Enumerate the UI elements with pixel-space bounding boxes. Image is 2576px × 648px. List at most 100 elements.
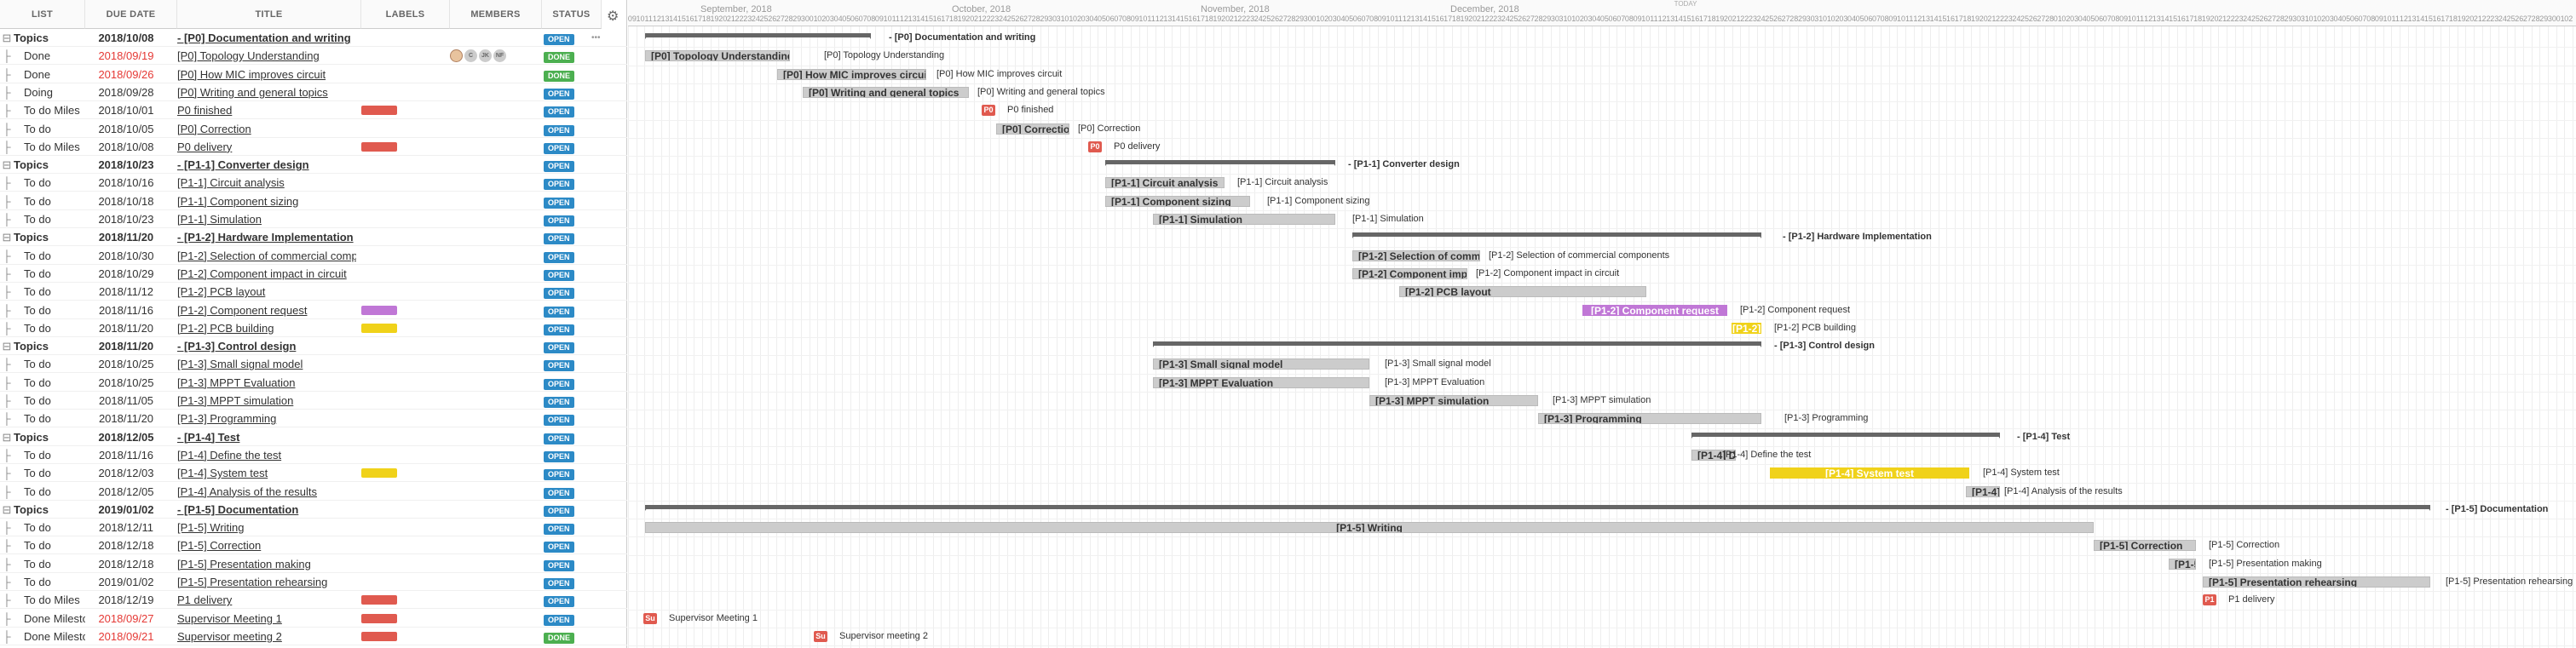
gantt-task-bar[interactable]: [P1-1] Component sizing	[1105, 195, 1250, 207]
gantt-task-bar[interactable]: [P1-2] Selection of commercial component…	[1352, 249, 1480, 261]
title-link[interactable]: [P1-5] Presentation rehearsing	[177, 576, 328, 588]
title-link[interactable]: [P1-5] Presentation making	[177, 557, 311, 571]
title-cell[interactable]: P0 delivery	[177, 138, 356, 156]
gantt-task-bar[interactable]: [P1-1] Simulation	[1153, 214, 1335, 225]
status-badge[interactable]: OPEN	[544, 34, 574, 45]
title-link[interactable]: [P1-3] MPPT Evaluation	[177, 376, 296, 389]
title-cell[interactable]: [P1-3] Programming	[177, 410, 356, 427]
status-badge[interactable]: OPEN	[544, 161, 574, 173]
col-header-members[interactable]: MEMBERS	[450, 0, 542, 29]
title-link[interactable]: P1 delivery	[177, 594, 233, 607]
title-link[interactable]: [P1-1] Circuit analysis	[177, 176, 285, 190]
title-cell[interactable]: [P1-3] MPPT simulation	[177, 392, 356, 410]
status-badge[interactable]: OPEN	[544, 342, 574, 354]
title-cell[interactable]: - [P1-3] Control design	[177, 337, 356, 355]
title-cell[interactable]: [P1-5] Correction	[177, 536, 356, 554]
status-badge[interactable]: OPEN	[544, 397, 574, 408]
status-badge[interactable]: OPEN	[544, 251, 574, 263]
status-badge[interactable]: OPEN	[544, 596, 574, 608]
status-badge[interactable]: OPEN	[544, 215, 574, 227]
status-badge[interactable]: OPEN	[544, 487, 574, 499]
title-cell[interactable]: [P1-5] Presentation making	[177, 555, 356, 573]
col-header-due-date[interactable]: DUE DATE	[85, 0, 177, 29]
title-cell[interactable]: [P1-1] Circuit analysis	[177, 174, 356, 192]
red-label-chip[interactable]	[361, 141, 397, 152]
status-badge[interactable]: OPEN	[544, 106, 574, 118]
gantt-topic-bar[interactable]	[1105, 160, 1335, 167]
title-link[interactable]: [P1-2] PCB building	[177, 321, 274, 335]
col-header-status[interactable]: STATUS	[542, 0, 602, 29]
gantt-task-bar[interactable]: [P1-5] Correction	[2094, 540, 2196, 552]
collapse-icon[interactable]: ⊟	[2, 231, 12, 244]
title-cell[interactable]: P0 finished	[177, 101, 356, 119]
red-label-chip[interactable]	[361, 631, 397, 641]
gantt-task-bar[interactable]: [P1-3] MPPT simulation	[1369, 395, 1538, 406]
avatar[interactable]: JK	[479, 49, 492, 63]
avatar[interactable]: NF	[493, 49, 506, 63]
avatar[interactable]: C	[464, 49, 477, 63]
title-cell[interactable]: [P1-4] Analysis of the results	[177, 483, 356, 501]
gantt-topic-bar[interactable]	[1352, 232, 1761, 239]
gantt-milestone[interactable]: Su	[643, 612, 657, 624]
title-link[interactable]: [P0] How MIC improves circuit	[177, 67, 326, 81]
status-badge[interactable]: OPEN	[544, 233, 574, 245]
gantt-task-bar[interactable]: [P1-4] Analysis of the results	[1966, 485, 2000, 497]
status-badge[interactable]: OPEN	[544, 415, 574, 427]
gantt-task-bar[interactable]: [P1-1] Circuit analysis	[1105, 177, 1225, 189]
title-link[interactable]: - [P1-1] Converter design	[177, 158, 309, 172]
gantt-topic-bar[interactable]	[1153, 341, 1761, 348]
title-link[interactable]: [P1-3] Small signal model	[177, 358, 303, 371]
more-icon[interactable]: •••	[591, 33, 601, 43]
title-link[interactable]: Supervisor meeting 2	[177, 629, 282, 643]
title-cell[interactable]: [P1-2] Selection of commercial component…	[177, 247, 356, 265]
title-link[interactable]: [P1-1] Component sizing	[177, 194, 299, 208]
gantt-topic-bar[interactable]	[645, 504, 2430, 511]
collapse-icon[interactable]: ⊟	[2, 32, 12, 44]
title-link[interactable]: - [P1-4] Test	[177, 430, 240, 444]
gantt-task-bar[interactable]: [P0] Correction	[996, 123, 1069, 135]
collapse-icon[interactable]: ⊟	[2, 158, 12, 172]
collapse-icon[interactable]: ⊟	[2, 430, 12, 444]
gantt-milestone[interactable]: P0	[1088, 140, 1102, 152]
gantt-task-bar[interactable]: [P1-3] Small signal model	[1153, 358, 1369, 370]
status-badge[interactable]: OPEN	[544, 288, 574, 300]
gear-icon[interactable]: ⚙	[607, 9, 620, 24]
status-badge[interactable]: OPEN	[544, 324, 574, 335]
gantt-task-bar[interactable]: [P1-2] PCB building	[1732, 322, 1761, 334]
title-link[interactable]: [P0] Writing and general topics	[177, 85, 328, 99]
gantt-topic-bar[interactable]	[1691, 432, 2000, 439]
title-cell[interactable]: - [P1-4] Test	[177, 428, 356, 446]
gantt-task-bar[interactable]: [P0] How MIC improves circuit	[777, 68, 926, 80]
yellow-label-chip[interactable]	[361, 468, 397, 479]
title-cell[interactable]: [P1-2] Component impact in circuit	[177, 265, 356, 283]
title-link[interactable]: - [P1-2] Hardware Implementation	[177, 231, 354, 244]
status-badge[interactable]: OPEN	[544, 469, 574, 481]
status-badge[interactable]: OPEN	[544, 450, 574, 462]
gantt-task-bar[interactable]: [P1-5] Writing	[645, 522, 2094, 534]
title-cell[interactable]: - [P0] Documentation and writing	[177, 29, 356, 47]
status-badge[interactable]: DONE	[544, 70, 575, 82]
title-link[interactable]: [P1-4] Analysis of the results	[177, 485, 318, 498]
gantt-task-bar[interactable]: [P0] Writing and general topics	[803, 86, 969, 98]
title-link[interactable]: - [P0] Documentation and writing	[177, 32, 351, 44]
title-cell[interactable]: Supervisor Meeting 1	[177, 610, 356, 628]
title-link[interactable]: [P1-3] MPPT simulation	[177, 394, 294, 407]
title-link[interactable]: [P1-4] Define the test	[177, 448, 282, 462]
red-label-chip[interactable]	[361, 613, 397, 623]
title-link[interactable]: [P1-4] System test	[177, 467, 268, 480]
title-cell[interactable]: - [P1-2] Hardware Implementation	[177, 228, 356, 246]
title-cell[interactable]: [P1-4] Define the test	[177, 446, 356, 464]
